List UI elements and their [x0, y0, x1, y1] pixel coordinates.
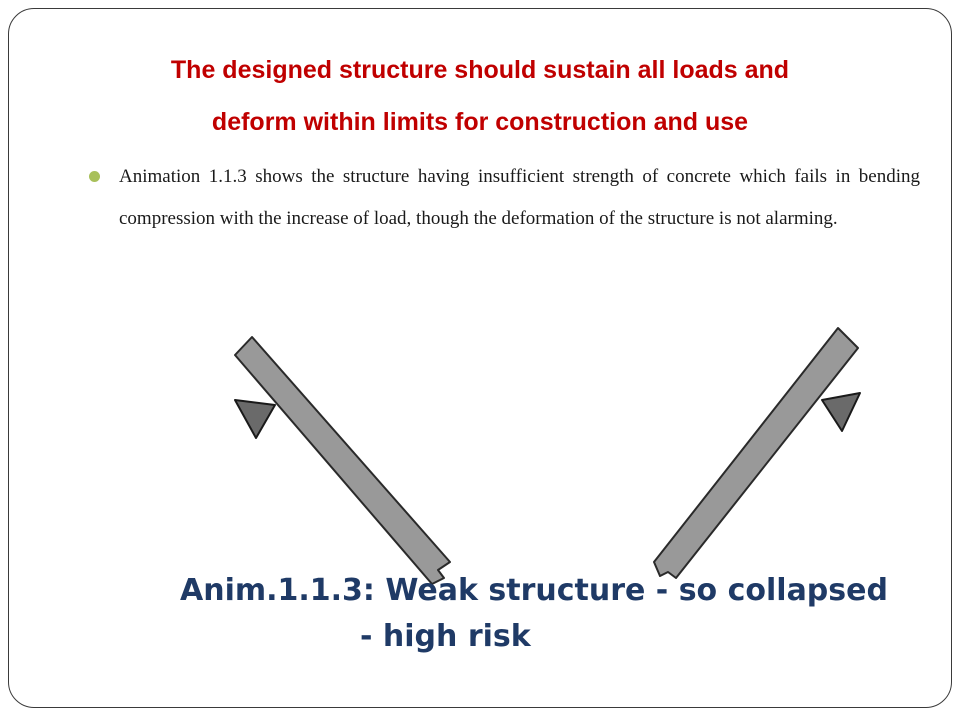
- left-beam-segment: [234, 336, 451, 585]
- bullet-item: Animation 1.1.3 shows the structure havi…: [88, 156, 920, 240]
- title-line-1: The designed structure should sustain al…: [170, 56, 790, 84]
- right-support-icon: [821, 392, 861, 432]
- bullet-dot-icon: [89, 171, 100, 182]
- caption-line-2: - high risk: [360, 619, 531, 654]
- caption-line-1: Anim.1.1.3: Weak structure - so collapse…: [180, 573, 888, 608]
- slide-frame: [8, 8, 952, 708]
- slide-title: The designed structure should sustain al…: [40, 44, 920, 148]
- title-line-2: deform within limits for construction an…: [211, 108, 749, 136]
- right-beam-segment: [653, 327, 859, 579]
- bullet-text: Animation 1.1.3 shows the structure havi…: [119, 166, 920, 229]
- left-support-icon: [234, 399, 276, 439]
- bullet-list: Animation 1.1.3 shows the structure havi…: [88, 156, 920, 240]
